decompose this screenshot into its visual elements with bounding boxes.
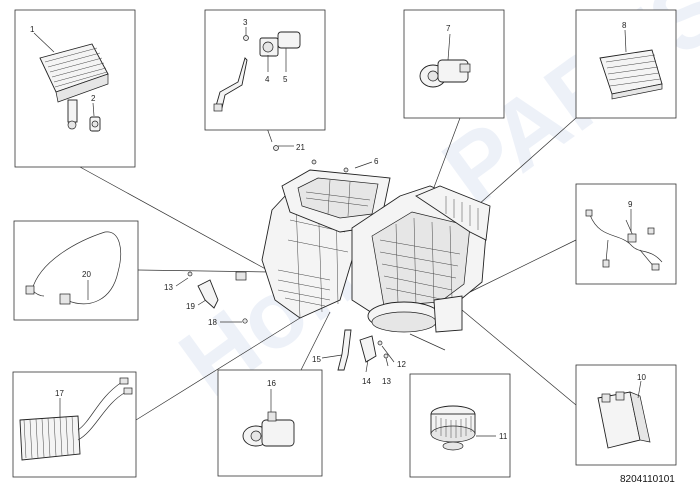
callout-18: 18 [208,318,217,327]
callout-3: 3 [243,18,248,27]
inset-box-heater-core: 1 2 [14,9,136,168]
callout-21: 21 [296,143,305,152]
callout-6: 6 [374,157,379,166]
callout-15: 15 [312,355,321,364]
inset-box-recirc-motor: 16 [217,369,323,477]
inset-box-cabin-filter: 8 [575,9,677,119]
callout-19: 19 [186,302,195,311]
inset-box-control-module: 10 [575,364,677,466]
callout-10: 10 [637,373,646,382]
callout-8: 8 [622,21,627,30]
callout-9: 9 [628,200,633,209]
inset-box-rear-heater: 17 [12,371,137,478]
callout-11: 11 [499,432,508,441]
inset-box-wiring-harness: 9 [575,183,677,285]
callout-1: 1 [30,25,35,34]
inset-box-blower-motor: 11 [409,373,511,478]
hvac-main-assembly: 21 6 13 19 18 15 14 13 12 [164,143,491,386]
callout-4: 4 [265,75,270,84]
callout-14: 14 [362,377,371,386]
callout-13-left: 13 [164,283,173,292]
callout-16: 16 [267,379,276,388]
inset-box-mode-motor: 7 [403,9,505,119]
callout-2: 2 [91,94,96,103]
inset-box-control-cable: 20 [13,220,139,321]
callout-12: 12 [397,360,406,369]
callout-5: 5 [283,75,288,84]
inset-box-actuator: 3 4 5 [204,9,326,131]
callout-13-right: 13 [382,377,391,386]
callout-17: 17 [55,389,64,398]
callout-20: 20 [82,270,91,279]
diagram-code: 8204110101 [620,474,675,485]
callout-7: 7 [446,24,451,33]
